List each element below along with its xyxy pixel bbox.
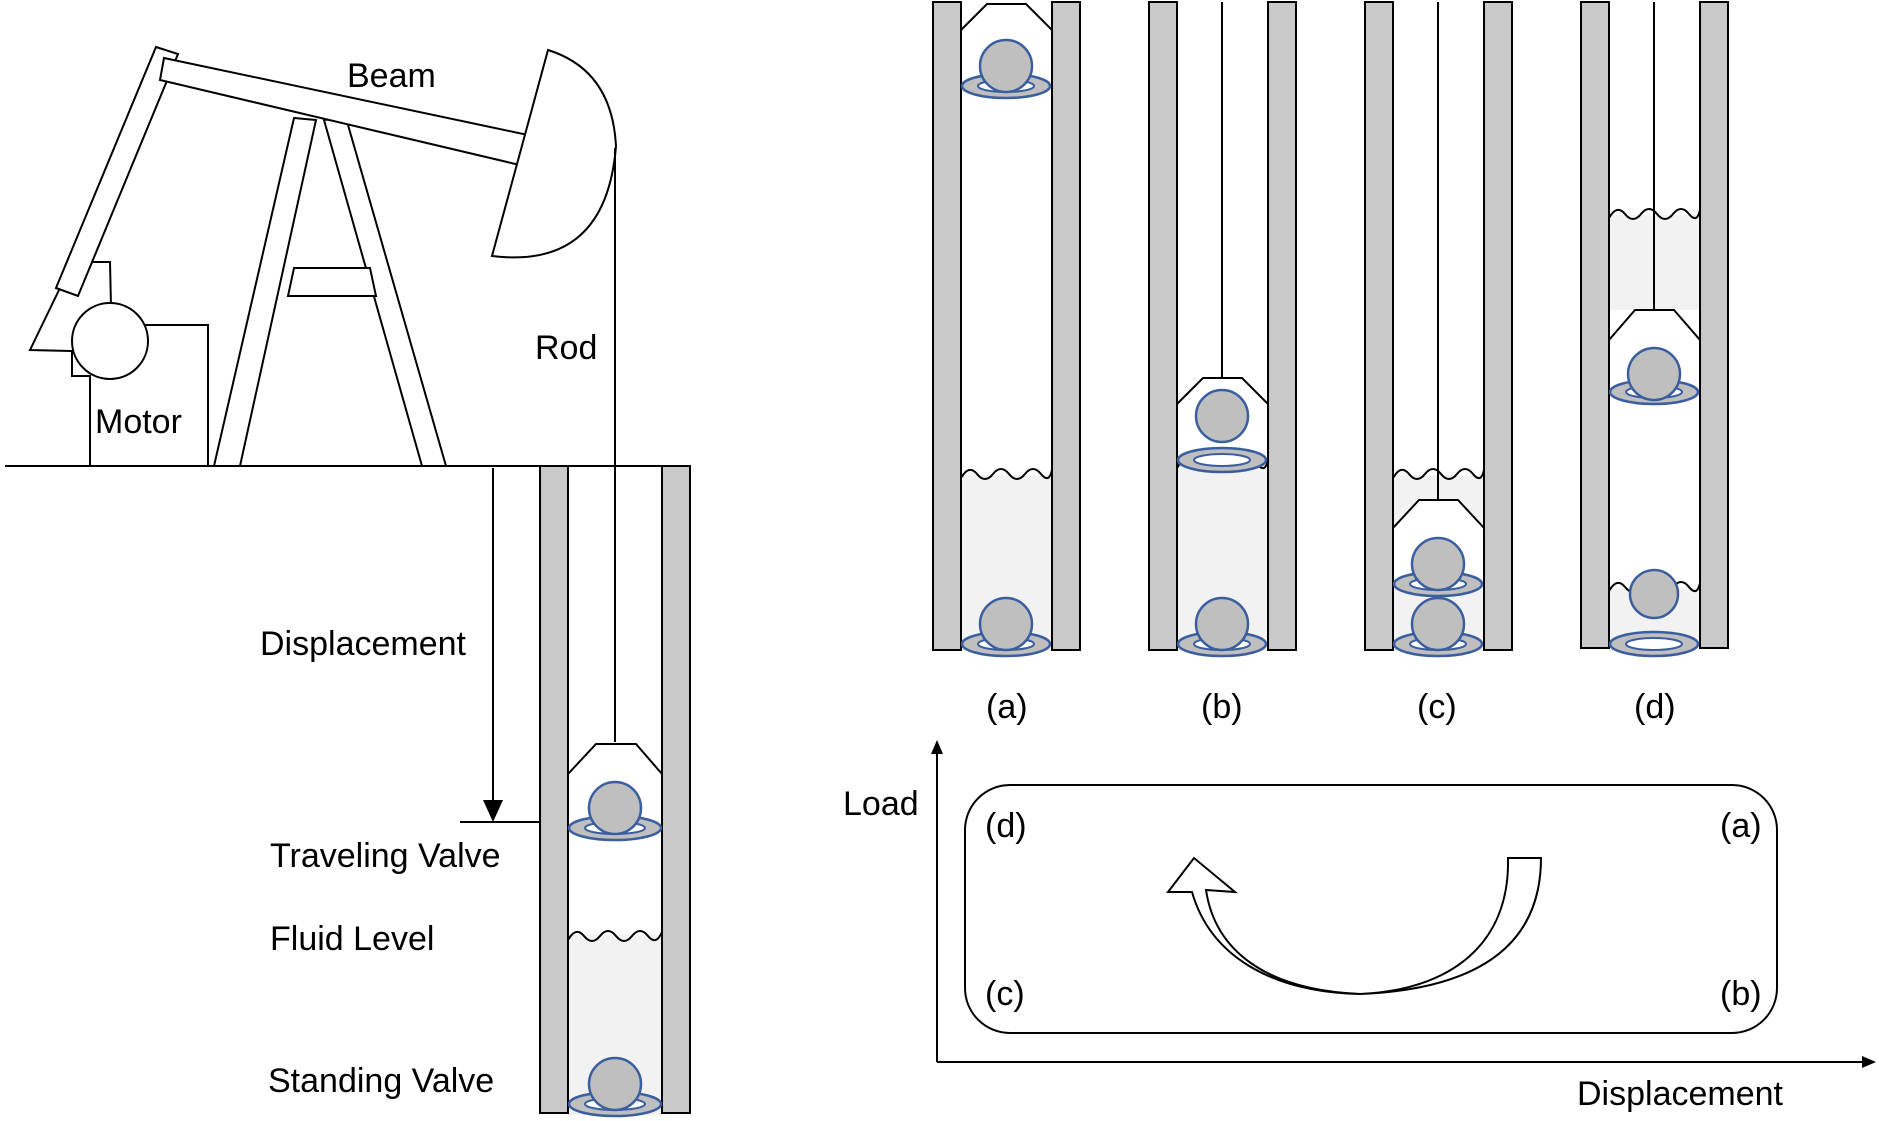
stage-d-standing-seat-inner (1625, 637, 1683, 651)
stage-c: (c) (1364, 1, 1513, 726)
stage-b: (b) (1148, 1, 1297, 726)
samson-crossbar (286, 267, 378, 297)
stage-d-standing-ball (1628, 568, 1680, 620)
stage-d-label: (d) (1634, 688, 1676, 726)
load-axis-label: Load (843, 785, 919, 823)
y-axis-arrowhead (931, 740, 943, 754)
stage-b-traveling-seat-inner (1193, 453, 1251, 467)
main-fluid-level (567, 930, 663, 942)
stage-b-wall-left (1148, 1, 1178, 651)
traveling-valve-ball (587, 780, 643, 836)
stage-a-fluid-level (960, 468, 1053, 480)
stage-c-fluid-level (1392, 468, 1485, 480)
dynamometer-card: Load Displacement (d) (a) (c) (b) (843, 740, 1876, 1113)
stage-d-wall-left (1580, 1, 1610, 649)
stage-a-standing-ball (978, 596, 1034, 652)
stage-b-standing-ball (1194, 596, 1250, 652)
stage-a-label: (a) (986, 688, 1028, 726)
stage-c-wall-left (1364, 1, 1394, 651)
corner-label-a: (a) (1720, 807, 1762, 845)
displacement-label: Displacement (260, 625, 467, 663)
stage-a: (a) (932, 1, 1081, 726)
corner-label-c: (c) (985, 975, 1025, 1013)
stage-b-wall-right (1267, 1, 1297, 651)
displacement-arrow-head (483, 800, 503, 822)
corner-label-d: (d) (985, 807, 1027, 845)
main-well (539, 465, 691, 1118)
stage-b-traveling-ball (1194, 388, 1250, 444)
displacement-axis-label: Displacement (1577, 1075, 1784, 1113)
beam-label: Beam (347, 57, 436, 95)
corner-label-b: (b) (1720, 975, 1762, 1013)
stage-c-traveling-ball (1410, 536, 1466, 592)
stage-d-fluid-level-upper (1608, 208, 1701, 220)
stage-a-wall-left (932, 1, 962, 651)
stage-d-traveling-ball (1626, 346, 1682, 402)
motor-label: Motor (95, 403, 182, 441)
standing-valve-ball (587, 1056, 643, 1112)
traveling-valve-label: Traveling Valve (270, 837, 501, 875)
stage-c-standing-ball (1410, 596, 1466, 652)
stage-c-wall-right (1483, 1, 1513, 651)
fluid-level-label: Fluid Level (270, 920, 434, 958)
stage-a-wall-right (1051, 1, 1081, 651)
stage-d-wall-right (1699, 1, 1729, 649)
stage-b-label: (b) (1201, 688, 1243, 726)
standing-valve-label: Standing Valve (268, 1062, 494, 1100)
rod-label: Rod (535, 329, 597, 367)
stage-c-label: (c) (1417, 688, 1457, 726)
pitman-arm (54, 45, 180, 298)
cycle-arrow (1165, 856, 1543, 996)
samson-post-left (212, 116, 318, 467)
motor-wheel (71, 302, 149, 380)
pumpjack: Beam Rod Motor Displacement Traveling Va… (5, 45, 691, 1118)
stage-a-traveling-ball (978, 38, 1034, 94)
main-wall-left (539, 465, 569, 1114)
main-wall-right (661, 465, 691, 1114)
card-cycle-outline (964, 784, 1778, 1034)
x-axis-arrowhead (1862, 1056, 1876, 1068)
stage-d: (d) (1580, 1, 1729, 726)
